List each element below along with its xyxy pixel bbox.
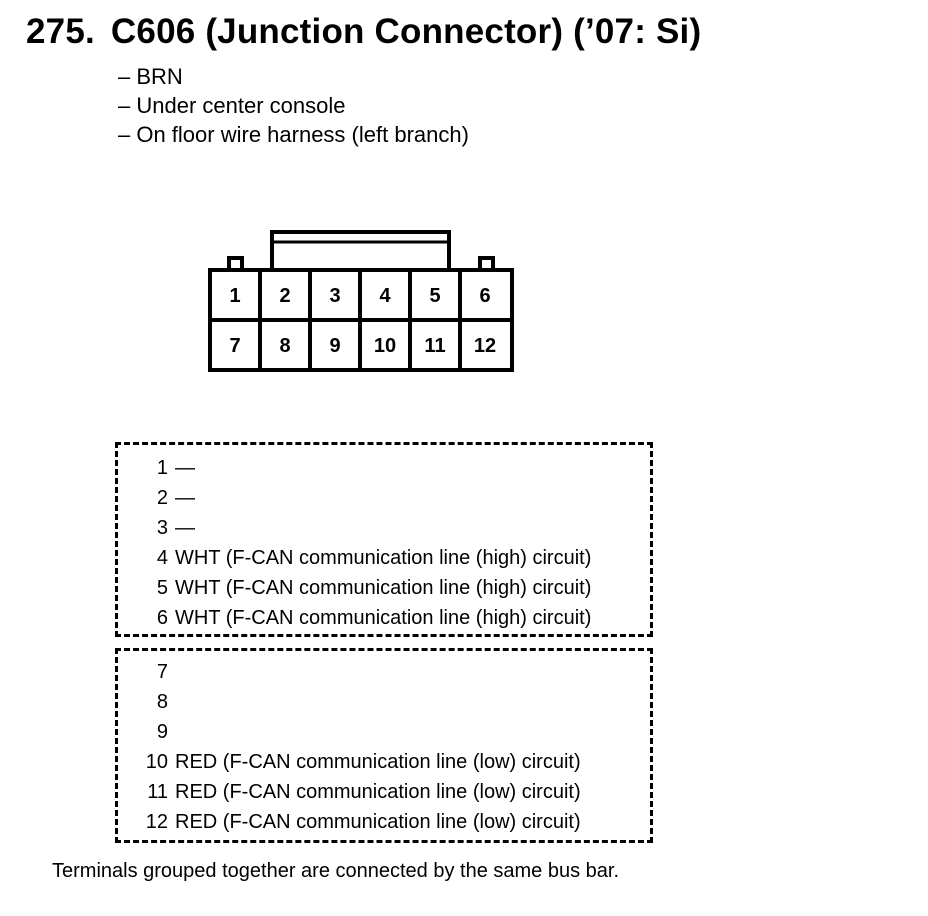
terminal-description: — (175, 457, 195, 479)
terminal-row: 5 WHT (F-CAN communication line (high) ci… (118, 573, 592, 603)
terminal-number: 1 (156, 457, 168, 479)
cavity-label: 6 (479, 285, 490, 307)
terminal-row: 12 RED (F-CAN communication line (low) ci… (118, 807, 581, 837)
terminal-description: WHT (F-CAN communication line (high) cir… (175, 577, 592, 599)
cavity-label: 3 (329, 285, 340, 307)
title-text: C606 (Junction Connector) (’07: Si) (110, 12, 702, 51)
cavity-label: 10 (374, 335, 396, 357)
footer-note: Terminals grouped together are connected… (52, 860, 620, 882)
terminal-number: 5 (156, 577, 168, 599)
page-title: 275. C606 (Junction Connector) (’07: Si) (26, 12, 701, 52)
terminal-number: 2 (156, 487, 168, 509)
note-harness: – On floor wire harness (left branch) (118, 122, 469, 147)
terminal-row: 9 (118, 717, 175, 747)
terminal-row: 2— (118, 483, 195, 513)
terminal-number: 4 (156, 547, 168, 569)
terminal-description: — (175, 517, 195, 539)
cavity-label: 8 (279, 335, 290, 357)
terminal-row: 11 RED (F-CAN communication line (low) ci… (118, 777, 581, 807)
terminal-row: 1— (118, 453, 195, 483)
terminal-description: RED (F-CAN communication line (low) circ… (175, 751, 581, 773)
terminal-row: 3— (118, 513, 195, 543)
cavity-label: 12 (474, 335, 496, 357)
cavity-label: 11 (424, 335, 445, 357)
terminal-description: RED (F-CAN communication line (low) circ… (175, 781, 581, 803)
terminal-number: 6 (156, 607, 168, 629)
terminal-row: 7 (118, 657, 175, 687)
connector-left-tab (227, 256, 244, 270)
connector-lock-tab (270, 230, 451, 268)
cavity-label: 2 (279, 285, 290, 307)
terminal-description: WHT (F-CAN communication line (high) cir… (175, 607, 592, 629)
terminal-number: 7 (156, 661, 168, 683)
terminal-description: — (175, 487, 195, 509)
terminal-row: 10 RED (F-CAN communication line (low) ci… (118, 747, 581, 777)
note-color: – BRN (118, 64, 183, 89)
terminal-number: 10 (145, 751, 168, 773)
cavity-label: 1 (229, 285, 240, 307)
terminal-row: 6 WHT (F-CAN communication line (high) ci… (118, 603, 592, 633)
connector-diagram: 1 2 3 4 5 6 7 8 9 10 11 12 (208, 230, 514, 372)
note-location: – Under center console (118, 93, 346, 118)
terminal-row: 8 (118, 687, 175, 717)
terminal-number: 9 (156, 721, 168, 743)
terminal-description: WHT (F-CAN communication line (high) cir… (175, 547, 592, 569)
terminal-description: RED (F-CAN communication line (low) circ… (175, 811, 581, 833)
terminal-number: 3 (156, 517, 168, 539)
connector-notes: – BRN – Under center console – On floor … (118, 62, 469, 149)
cavity-label: 9 (329, 335, 340, 357)
title-number: 275. (26, 12, 95, 51)
terminal-number: 11 (147, 781, 168, 803)
terminal-row: 4 WHT (F-CAN communication line (high) ci… (118, 543, 592, 573)
terminal-number: 12 (145, 811, 168, 833)
cavity-label: 4 (379, 285, 391, 307)
cavity-label: 5 (429, 285, 440, 307)
connector-right-tab (478, 256, 495, 270)
cavity-label: 7 (229, 335, 240, 357)
terminal-number: 8 (156, 691, 168, 713)
